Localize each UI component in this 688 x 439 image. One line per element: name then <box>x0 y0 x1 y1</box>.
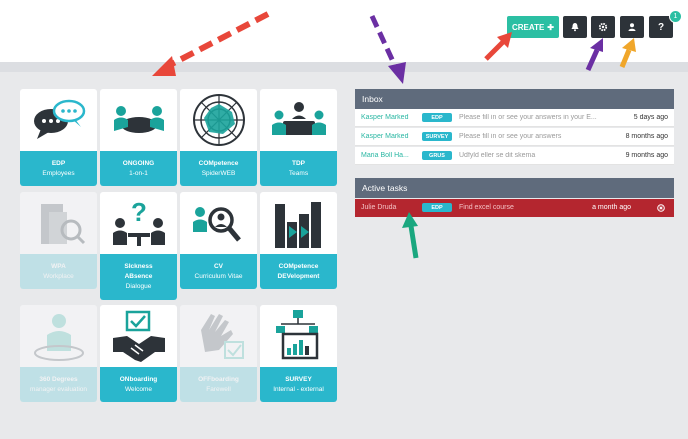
tile-title: OFFboarding <box>198 375 239 383</box>
inbox-message[interactable]: Udfyld eller se dit skema <box>459 152 536 159</box>
tile-subtitle: Curriculum Vitae <box>194 272 243 280</box>
inbox-time: 5 days ago <box>633 114 668 121</box>
inbox-sender[interactable]: Maria Boll Ha... <box>361 152 409 159</box>
task-tag: EDP <box>422 203 452 212</box>
inbox-message[interactable]: Please fill in or see your answers in yo… <box>459 114 597 121</box>
tile-title: ONboarding <box>119 375 158 383</box>
tile-subtitle: DEVelopment <box>277 272 320 280</box>
task-name[interactable]: Find excel course <box>459 204 514 211</box>
tile-subtitle: Farewell <box>206 385 231 393</box>
tile-wpa: WPA Workplace <box>20 192 97 289</box>
inbox-row[interactable]: Kasper Marked SURVEY Please fill in or s… <box>355 128 674 146</box>
tile-title: WPA <box>51 262 66 270</box>
settings-button[interactable] <box>591 16 615 38</box>
tile-subtitle: SpiderWEB <box>201 169 236 177</box>
tile-edp[interactable]: EDP Employees <box>20 89 97 186</box>
user-icon <box>628 23 636 31</box>
gear-icon <box>598 22 608 32</box>
tile-subtitle: manager evaluation <box>29 385 88 393</box>
inbox-tag: SURVEY <box>422 132 452 141</box>
tile-title: EDP <box>51 159 66 167</box>
tile-subtitle: Welcome <box>125 385 152 393</box>
tile-subtitle: Internal - external <box>273 385 324 393</box>
inbox-title: Inbox <box>362 94 383 104</box>
inbox-row[interactable]: Kasper Marked EDP Please fill in or see … <box>355 109 674 127</box>
plus-icon: ✚ <box>547 22 554 32</box>
tile-title: COMpetence <box>278 262 319 270</box>
inbox-time: 8 months ago <box>625 133 668 140</box>
tile-cv[interactable]: CV Curriculum Vitae <box>180 192 257 289</box>
tile-title: TDP <box>292 159 305 167</box>
task-assignee[interactable]: Julie Druda <box>361 204 397 211</box>
inbox-sender[interactable]: Kasper Marked <box>361 133 409 140</box>
task-time: a month ago <box>592 204 631 211</box>
close-icon[interactable] <box>657 204 665 212</box>
one-on-one-icon <box>100 89 177 151</box>
tile-ongoing[interactable]: ONGOING 1-on-1 <box>100 89 177 186</box>
red-arrow-to-create <box>484 32 512 61</box>
purple-arrow-to-settings <box>585 38 603 72</box>
notification-badge: 1 <box>669 10 682 23</box>
question-icon: ? <box>657 21 665 33</box>
tile-subtitle: Workplace <box>43 272 74 280</box>
survey-chart-icon <box>260 305 337 367</box>
tile-title: SIckness <box>124 263 153 270</box>
header-divider <box>0 62 688 72</box>
magnifier-people-icon <box>180 192 257 254</box>
help-button[interactable]: ? <box>649 16 673 38</box>
tile-subtitle-2: Dialogue <box>125 283 152 290</box>
inbox-message[interactable]: Please fill in or see your answers <box>459 133 562 140</box>
tile-subtitle: 1-on-1 <box>129 169 148 177</box>
create-button[interactable]: CREATE ✚ <box>507 16 559 38</box>
handshake-icon <box>100 305 177 367</box>
tile-subtitle: ABsence <box>124 273 153 280</box>
bell-icon <box>571 23 579 32</box>
svg-text:?: ? <box>131 197 147 227</box>
wave-hand-icon <box>180 305 257 367</box>
orange-arrow-to-profile <box>619 38 636 68</box>
inbox-tag: GRUS <box>422 151 452 160</box>
profile-button[interactable] <box>620 16 644 38</box>
tile-survey[interactable]: SURVEY Internal - external <box>260 305 337 402</box>
create-label: CREATE <box>512 22 545 32</box>
tile-tdp[interactable]: TDP Teams <box>260 89 337 186</box>
red-arrow-to-modules <box>152 11 270 76</box>
purple-arrow-to-inbox <box>369 14 406 84</box>
tile-title: ONGOING <box>122 159 155 167</box>
inbox-tag: EDP <box>422 113 452 122</box>
tile-subtitle: Teams <box>288 169 309 177</box>
tile-title: COMpetence <box>198 159 239 167</box>
inbox-time: 9 months ago <box>625 152 668 159</box>
team-meeting-icon <box>260 89 337 151</box>
speech-bubbles-icon <box>20 89 97 151</box>
spider-web-icon <box>180 89 257 151</box>
tile-title: SURVEY <box>285 375 312 383</box>
notifications-button[interactable] <box>563 16 587 38</box>
inbox-row[interactable]: Maria Boll Ha... GRUS Udfyld eller se di… <box>355 147 674 165</box>
active-tasks-title: Active tasks <box>362 183 408 193</box>
active-tasks-header: Active tasks <box>355 178 674 198</box>
green-arrow-to-task <box>402 212 419 259</box>
tile-subtitle: Employees <box>42 169 75 177</box>
tile-title: 360 Degrees <box>39 375 78 383</box>
person-360-icon <box>20 305 97 367</box>
task-row[interactable]: Julie Druda EDP Find excel course a mont… <box>355 199 674 217</box>
development-bars-icon <box>260 192 337 254</box>
inbox-sender[interactable]: Kasper Marked <box>361 114 409 121</box>
tile-title: CV <box>213 262 224 270</box>
question-dialogue-icon: ? <box>100 192 177 254</box>
building-eye-icon <box>20 192 97 254</box>
tile-360-degrees: 360 Degrees manager evaluation <box>20 305 97 402</box>
inbox-header: Inbox <box>355 89 674 109</box>
